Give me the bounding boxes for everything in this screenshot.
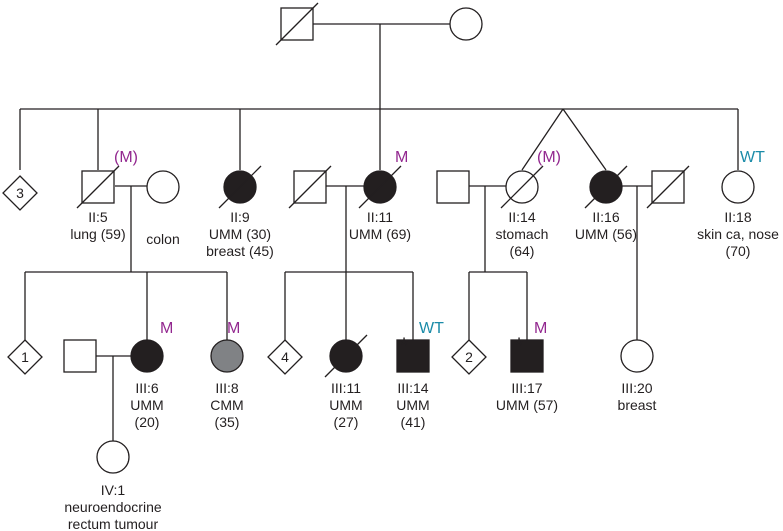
iv1-circle-symbol <box>96 440 130 474</box>
iii14-label-line-2: UMM <box>396 397 429 413</box>
iii11-label-line-1: III:11 <box>331 380 361 396</box>
iii8-label-line-2: CMM <box>210 397 243 413</box>
g3-diamond-symbol <box>2 175 38 211</box>
g4-sibling-count: 4 <box>281 349 289 365</box>
ii5sp-circle-symbol <box>146 170 180 204</box>
ii5sp-label-line-1: colon <box>146 231 179 247</box>
ii18-label-line-2: skin ca, nose <box>697 226 779 242</box>
iii6-genotype-status: M <box>160 320 173 337</box>
iii6-label-line-2: UMM <box>130 397 163 413</box>
iii14-label-line-3: (41) <box>401 414 426 430</box>
g4-diamond-symbol <box>267 339 303 375</box>
g3-sibling-count: 3 <box>16 185 24 201</box>
ii9-deceased-slash <box>218 165 262 209</box>
i2-circle-symbol <box>449 7 483 41</box>
iii6-label-line-3: (20) <box>135 414 160 430</box>
iii14-genotype-status: WT <box>419 320 444 337</box>
iii11-label-line-2: UMM <box>329 397 362 413</box>
iii6sp-square-symbol <box>63 339 97 373</box>
iii11-label-line-3: (27) <box>334 414 359 430</box>
ii16-label-line-2: UMM (56) <box>575 226 637 242</box>
iii8-label-line-3: (35) <box>215 414 240 430</box>
ii11-genotype-status: M <box>395 149 408 166</box>
i1-deceased-slash <box>275 2 319 46</box>
iii8-label-line-1: III:8 <box>215 380 239 396</box>
ii5-label-line-1: II:5 <box>88 209 108 225</box>
ii5-genotype-status: (M) <box>114 149 138 166</box>
iii14-label-line-1: III:14 <box>397 380 428 396</box>
iii20-label-line-2: breast <box>618 397 657 413</box>
iii17-proband-marker: * <box>515 333 524 358</box>
g2-diamond-symbol <box>451 339 487 375</box>
ii18-label-line-3: (70) <box>726 243 751 259</box>
iii20-circle-symbol <box>620 339 654 373</box>
ii18-circle-symbol <box>721 170 755 204</box>
ii16sp-deceased-slash <box>646 165 690 209</box>
ii5-deceased-slash <box>76 165 120 209</box>
ii14-genotype-status: (M) <box>537 149 561 166</box>
ii11-deceased-slash <box>358 165 402 209</box>
iii17-label-line-2: UMM (57) <box>496 397 558 413</box>
ii9-label-line-2: UMM (30) <box>209 226 271 242</box>
iii11-deceased-slash <box>324 334 368 378</box>
ii14sp-square-symbol <box>436 170 470 204</box>
ii18-label-line-1: II:18 <box>724 209 751 225</box>
ii14-label-line-3: (64) <box>510 243 535 259</box>
iii14-square-symbol <box>396 339 430 373</box>
iii8-circle-symbol <box>210 339 244 373</box>
g1-sibling-count: 1 <box>21 349 29 365</box>
g2-sibling-count: 2 <box>465 349 473 365</box>
g1-diamond-symbol <box>7 339 43 375</box>
iii8-genotype-status: M <box>227 320 240 337</box>
iii17-genotype-status: M <box>534 320 547 337</box>
ii11-label-line-1: II:11 <box>367 209 393 225</box>
iii6-label-line-1: III:6 <box>135 380 159 396</box>
iii14-proband-marker: * <box>400 333 409 358</box>
ii14-label-line-1: II:14 <box>508 209 535 225</box>
iv1-label-line-2: neuroendocrine <box>64 499 162 515</box>
ii14-label-line-2: stomach <box>496 226 549 242</box>
iii17-square-symbol <box>510 339 544 373</box>
iii17-label-line-1: III:17 <box>511 380 542 396</box>
iii20-label-line-1: III:20 <box>621 380 652 396</box>
ii16-label-line-1: II:16 <box>592 209 619 225</box>
pedigree-lines <box>19 23 739 441</box>
ii9-label-line-3: breast (45) <box>206 243 274 259</box>
ii11-label-line-2: UMM (69) <box>349 226 411 242</box>
ii5-label-line-2: lung (59) <box>70 226 125 242</box>
ii11sp-deceased-slash <box>288 165 332 209</box>
ii14-deceased-slash <box>500 165 544 209</box>
iii6-circle-symbol <box>130 339 164 373</box>
ii18-genotype-status: WT <box>740 149 765 166</box>
ii16-deceased-slash <box>584 165 628 209</box>
iv1-label-line-1: IV:1 <box>101 482 126 498</box>
ii9-label-line-1: II:9 <box>230 209 250 225</box>
iv1-label-line-3: rectum tumour <box>68 516 159 531</box>
